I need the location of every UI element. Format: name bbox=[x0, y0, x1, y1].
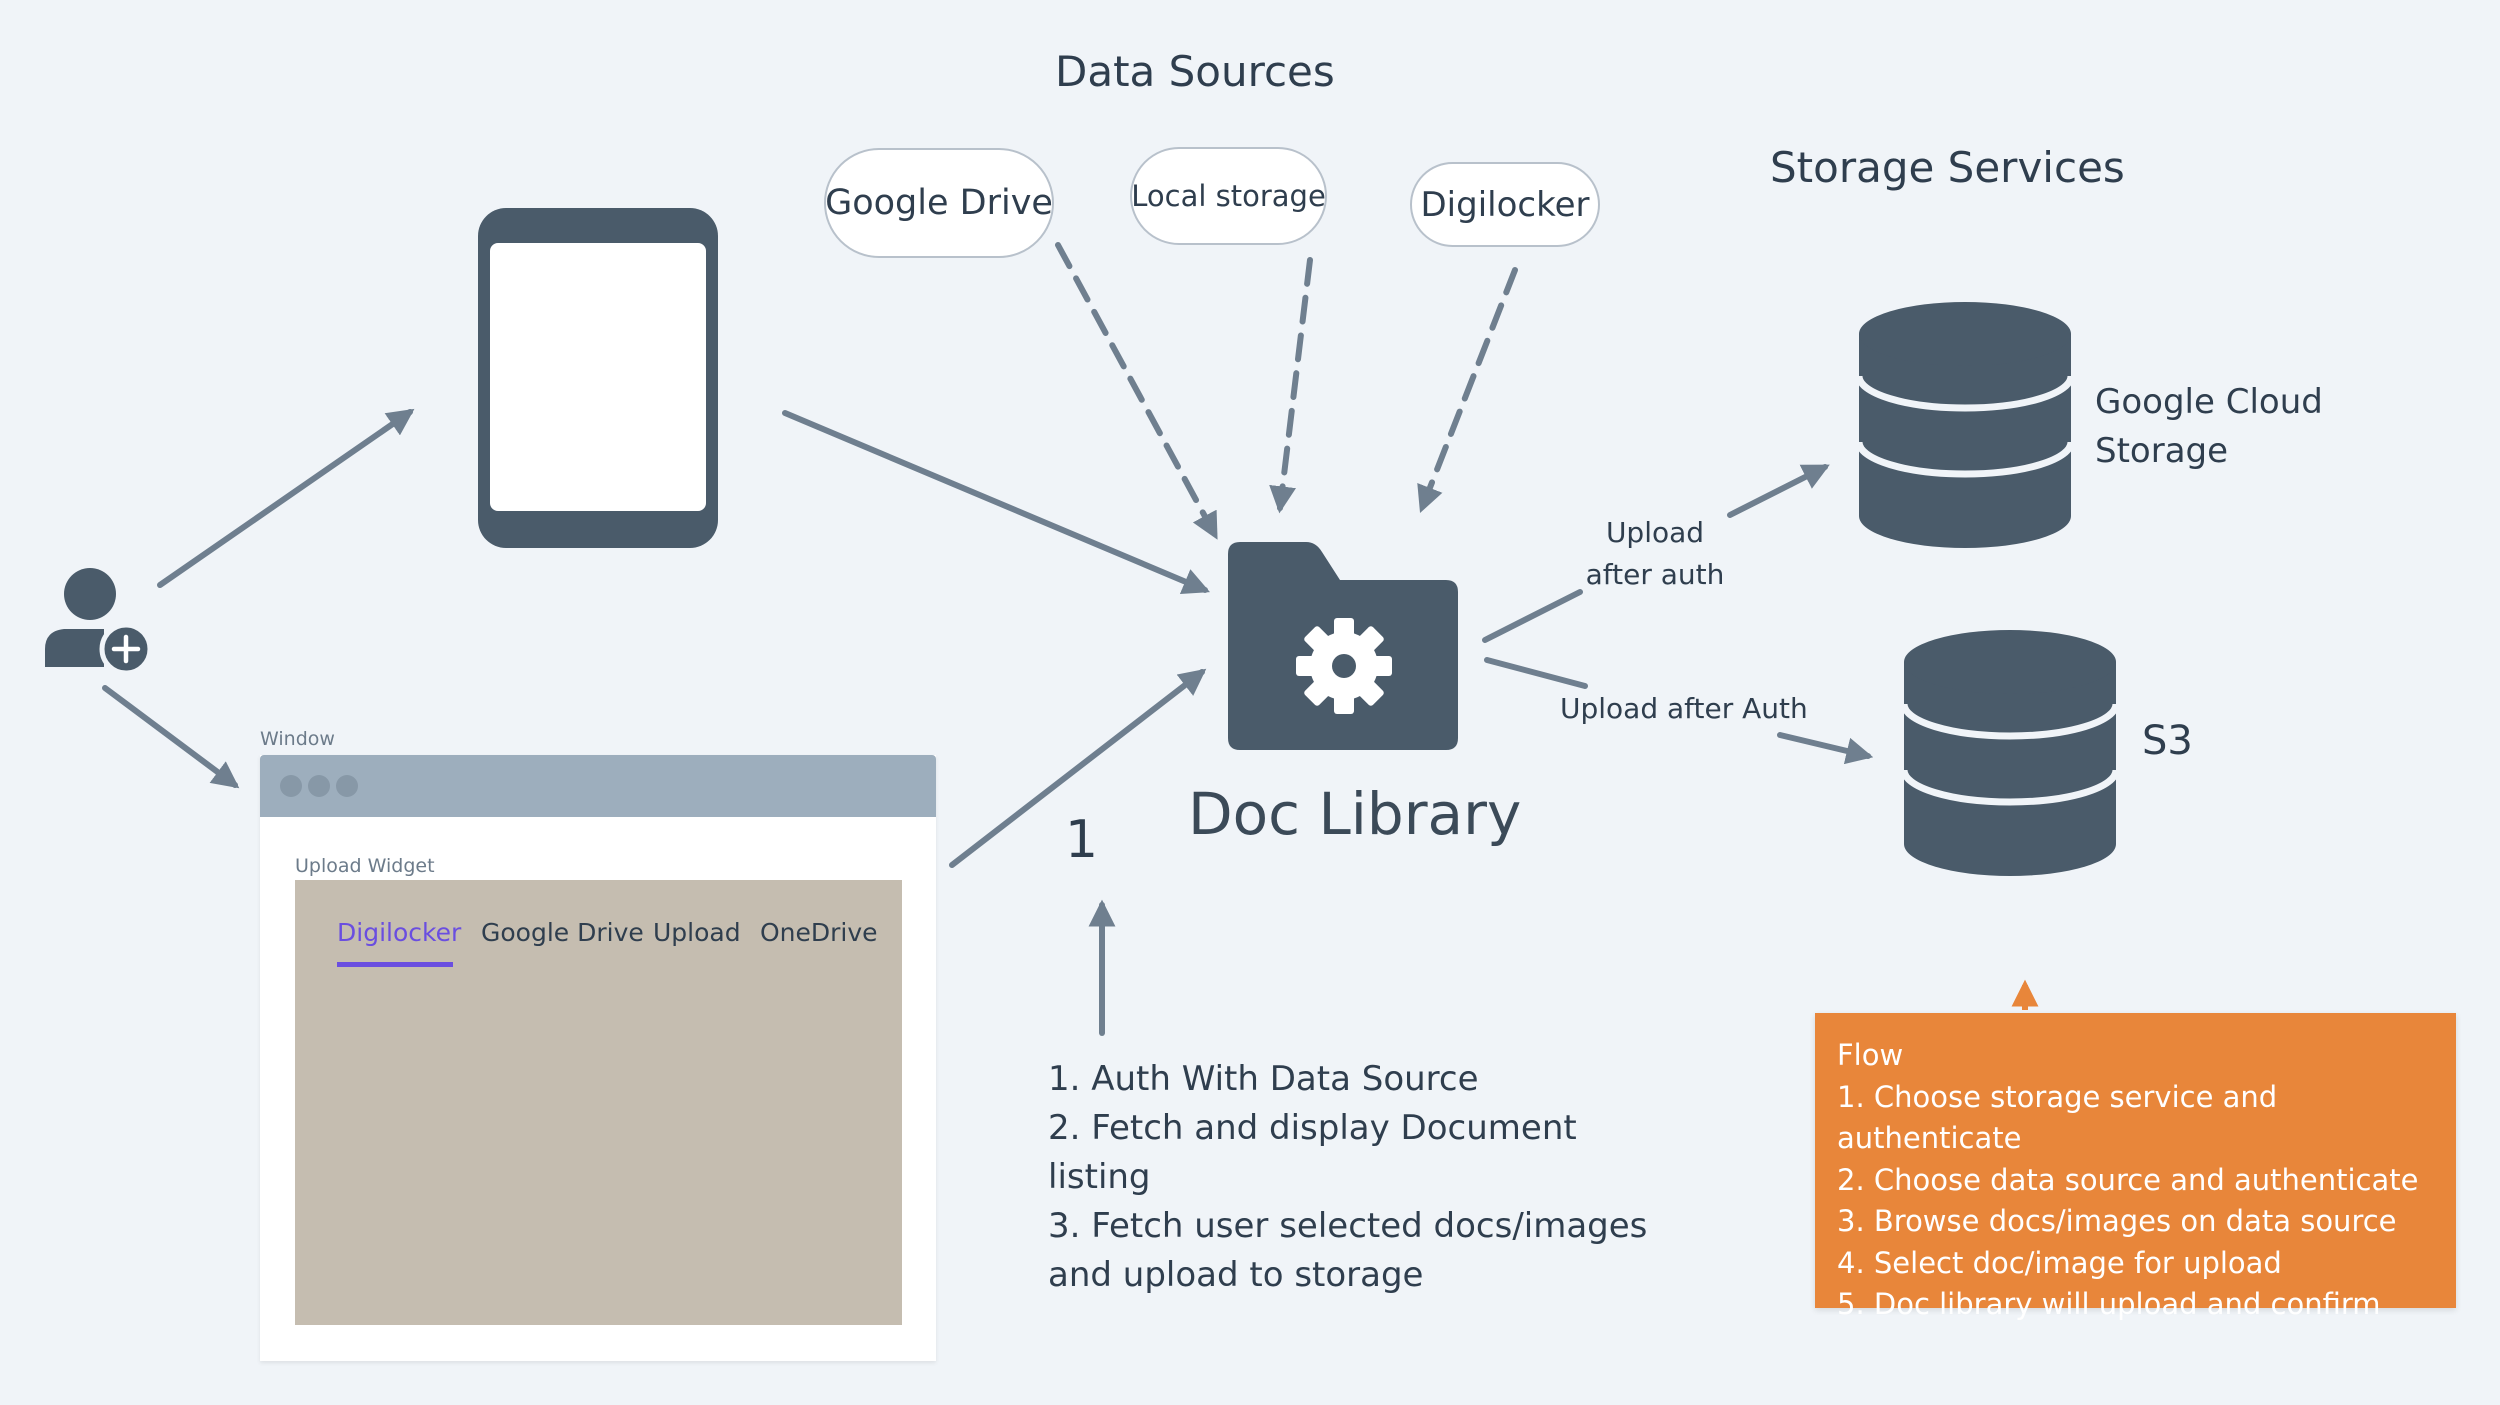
flow-item: 4. Select doc/image for upload bbox=[1837, 1245, 2282, 1280]
upload-after-auth-gcs-line2: after auth bbox=[1585, 558, 1725, 591]
upload-widget-caption: Upload Widget bbox=[295, 855, 435, 877]
s3-database-icon bbox=[1900, 630, 2120, 876]
window-control-dot[interactable] bbox=[280, 775, 302, 797]
add-user-icon bbox=[45, 568, 152, 675]
step-item: listing bbox=[1048, 1157, 1151, 1197]
storage-services-title: Storage Services bbox=[1770, 143, 2125, 192]
connector-doclibrary-to-gcs bbox=[1482, 589, 1583, 643]
google-drive-source: Google Drive bbox=[824, 148, 1054, 258]
arrow-user-to-tablet bbox=[157, 408, 415, 588]
s3-label: S3 bbox=[2142, 718, 2193, 764]
flow-item: 3. Browse docs/images on data source bbox=[1837, 1204, 2397, 1238]
arrow-to-gcs bbox=[1727, 464, 1830, 518]
flow-note: Flow 1. Choose storage service and authe… bbox=[1815, 1013, 2456, 1321]
flow-item: 5. Doc library will upload and confirm bbox=[1837, 1287, 2381, 1321]
doc-library-label: Doc Library bbox=[1188, 780, 1522, 848]
arrow-user-to-window bbox=[102, 685, 240, 789]
tab-onedrive[interactable]: OneDrive bbox=[760, 918, 878, 947]
step-item: and upload to storage bbox=[1048, 1255, 1424, 1295]
flow-item: 2. Choose data source and authenticate bbox=[1837, 1162, 2419, 1197]
tablet-device-icon bbox=[478, 208, 718, 548]
google-cloud-storage-label-line1: Google Cloud bbox=[2095, 382, 2323, 422]
arrow-gdrive-to-doclibrary bbox=[1055, 242, 1218, 540]
tab-digilocker[interactable]: Digilocker bbox=[337, 918, 462, 947]
step-item: 2. Fetch and display Document bbox=[1048, 1108, 1577, 1148]
google-cloud-storage-label-line2: Storage bbox=[2095, 431, 2229, 471]
arrow-digilocker-to-doclibrary bbox=[1417, 267, 1518, 514]
upload-after-auth-gcs-line1: Upload bbox=[1605, 516, 1705, 549]
step-item: 1. Auth With Data Source bbox=[1048, 1059, 1479, 1099]
flow-title: Flow bbox=[1837, 1038, 1904, 1072]
arrow-to-s3 bbox=[1777, 732, 1874, 765]
tab-google-drive[interactable]: Google Drive bbox=[481, 918, 644, 947]
browser-window: Upload Widget Digilocker Google Drive Up… bbox=[260, 755, 936, 1361]
steps-list: 1. Auth With Data Source 2. Fetch and di… bbox=[1048, 1055, 1647, 1300]
window-caption: Window bbox=[260, 728, 335, 750]
active-tab-indicator bbox=[337, 962, 453, 967]
window-control-dot[interactable] bbox=[336, 775, 358, 797]
local-storage-source-label: Local storage bbox=[1131, 179, 1326, 213]
tab-upload[interactable]: Upload bbox=[653, 918, 741, 947]
flow-item: 1. Choose storage service and authentica… bbox=[1837, 1079, 2278, 1156]
upload-after-auth-gcs-label: Upload after auth bbox=[1560, 512, 1750, 596]
connector-doclibrary-to-s3 bbox=[1484, 657, 1588, 689]
local-storage-source: Local storage bbox=[1130, 147, 1327, 245]
arrow-localstorage-to-doclibrary bbox=[1269, 257, 1313, 514]
window-control-dot[interactable] bbox=[308, 775, 330, 797]
google-drive-source-label: Google Drive bbox=[825, 183, 1053, 223]
arrow-tablet-to-doclibrary bbox=[782, 410, 1210, 595]
upload-widget: Digilocker Google Drive Upload OneDrive bbox=[295, 880, 902, 1325]
digilocker-source: Digilocker bbox=[1410, 162, 1600, 247]
step-item: 3. Fetch user selected docs/images bbox=[1048, 1206, 1648, 1246]
google-cloud-storage-database-icon bbox=[1855, 302, 2075, 548]
folder-gear-icon bbox=[1228, 542, 1458, 750]
step-marker: 1 bbox=[1065, 810, 1099, 870]
tablet-screen bbox=[490, 243, 706, 511]
upload-after-auth-s3-label: Upload after Auth bbox=[1560, 692, 1808, 725]
window-titlebar bbox=[260, 755, 936, 817]
google-cloud-storage-label: Google Cloud Storage bbox=[2095, 378, 2323, 476]
digilocker-source-label: Digilocker bbox=[1420, 184, 1590, 225]
data-sources-title: Data Sources bbox=[1055, 47, 1335, 96]
